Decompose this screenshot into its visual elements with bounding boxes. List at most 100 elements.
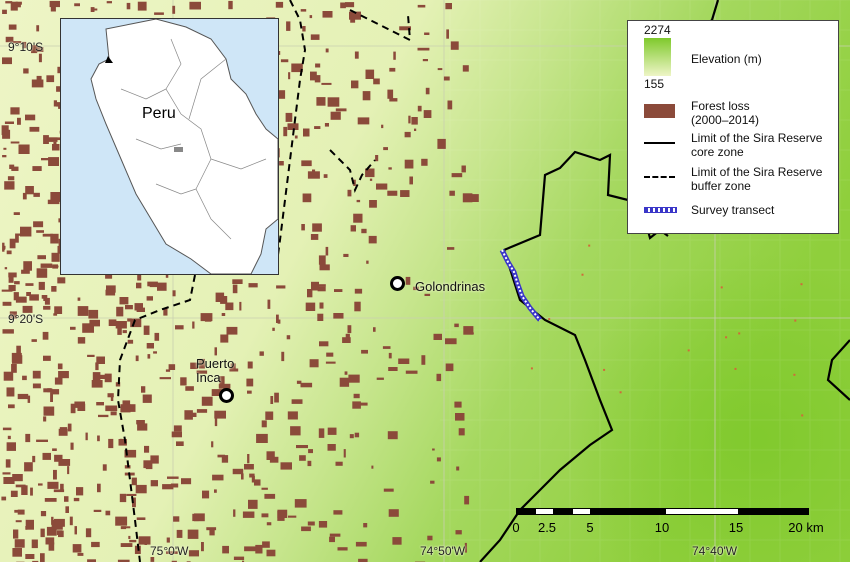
forest-loss-patch — [23, 261, 32, 271]
forest-loss-patch — [335, 108, 347, 112]
forest-loss-patch — [136, 282, 142, 289]
forest-loss-patch — [347, 325, 352, 334]
puerto-inca-marker[interactable] — [219, 388, 234, 403]
forest-loss-patch — [141, 386, 146, 393]
forest-loss-patch — [209, 527, 215, 536]
transect-label: Survey transect — [691, 203, 775, 217]
forest-loss-patch — [88, 309, 99, 319]
scale-bar: 0 2.5 5 10 15 20 km — [510, 505, 824, 545]
forest-loss-patch — [135, 355, 139, 362]
forest-loss-patch — [10, 141, 20, 144]
forest-loss-patch — [167, 476, 179, 479]
forest-loss-patch — [455, 530, 462, 535]
forest-loss-patch — [218, 383, 231, 389]
forest-loss-patch — [280, 59, 289, 63]
forest-loss-patch — [48, 137, 58, 142]
forest-loss-patch — [97, 483, 101, 493]
forest-loss-patch — [11, 166, 19, 171]
sb-seg-3 — [554, 508, 572, 515]
golondrinas-marker[interactable] — [390, 276, 405, 291]
forest-loss-patch — [388, 352, 392, 359]
forest-loss-patch — [168, 364, 176, 370]
forest-loss-patch — [366, 260, 369, 264]
forest-loss-patch — [186, 412, 197, 417]
lat-label-top: 9°10'S — [8, 40, 44, 54]
forest-loss-patch — [117, 327, 122, 335]
forest-loss-patch — [307, 460, 312, 467]
forest-loss-patch — [228, 0, 233, 10]
forest-loss-patch — [166, 551, 178, 554]
forest-loss-patch — [270, 396, 274, 404]
scale-tick-5: 20 km — [788, 520, 824, 535]
forest-loss-patch — [77, 552, 84, 556]
forest-loss-patch — [353, 393, 360, 399]
forest-loss-patch — [72, 544, 82, 553]
forest-loss-line2: (2000–2014) — [691, 113, 760, 127]
forest-loss-patch — [128, 535, 131, 539]
forest-loss-patch — [93, 509, 102, 512]
forest-loss-patch — [29, 294, 39, 301]
forest-loss-patch — [375, 155, 379, 162]
forest-loss-patch — [794, 319, 797, 322]
forest-loss-patch — [445, 3, 452, 10]
forest-loss-patch — [275, 1, 284, 8]
forest-loss-patch — [327, 97, 340, 107]
forest-loss-patch — [85, 528, 92, 538]
forest-loss-patch — [248, 499, 258, 509]
forest-loss-patch — [143, 325, 150, 335]
forest-loss-patch — [233, 509, 236, 517]
forest-loss-patch — [4, 121, 15, 124]
forest-loss-patch — [261, 513, 269, 518]
scale-tick-3: 10 — [654, 520, 670, 535]
forest-loss-patch — [95, 374, 107, 379]
forest-loss-patch — [9, 238, 16, 249]
forest-loss-patch — [25, 526, 28, 530]
forest-loss-patch — [310, 234, 319, 240]
forest-loss-patch — [462, 193, 473, 203]
study-area-marker — [174, 147, 183, 152]
forest-loss-patch — [150, 557, 155, 562]
forest-loss-patch — [10, 107, 20, 115]
forest-loss-patch — [215, 292, 225, 302]
elevation-label: Elevation (m) — [691, 52, 762, 66]
forest-loss-patch — [154, 12, 164, 15]
forest-loss-patch — [305, 302, 316, 311]
forest-loss-patch — [105, 289, 116, 296]
forest-loss-patch — [376, 377, 384, 380]
forest-loss-patch — [144, 445, 150, 453]
sb-seg-2 — [535, 508, 554, 515]
forest-loss-patch — [23, 68, 29, 74]
forest-loss-patch — [443, 76, 450, 81]
forest-loss-patch — [33, 47, 44, 52]
forest-loss-patch — [38, 281, 45, 290]
forest-loss-patch — [291, 399, 303, 404]
forest-loss-patch — [91, 541, 100, 548]
forest-loss-patch — [456, 466, 460, 471]
forest-loss-patch — [51, 520, 60, 530]
forest-loss-patch — [348, 374, 360, 383]
forest-loss-patch — [13, 292, 19, 301]
forest-loss-patch — [225, 302, 234, 311]
forest-loss-patch — [325, 48, 329, 53]
forest-loss-patch — [90, 7, 95, 12]
forest-loss-patch — [170, 483, 179, 488]
forest-loss-patch — [417, 4, 426, 8]
inset-locator-map: Peru — [60, 18, 279, 275]
forest-loss-patch — [398, 358, 410, 364]
forest-loss-patch — [319, 341, 329, 347]
forest-loss-patch — [393, 51, 396, 60]
forest-loss-patch — [280, 462, 292, 470]
forest-loss-patch — [461, 165, 466, 173]
forest-loss-patch — [171, 431, 182, 438]
forest-loss-patch — [242, 560, 245, 562]
forest-loss-patch — [38, 483, 43, 486]
forest-loss-patch — [272, 327, 275, 331]
forest-loss-patch — [122, 400, 131, 406]
forest-loss-patch — [32, 166, 42, 171]
forest-loss-patch — [355, 541, 367, 547]
forest-loss-patch — [120, 404, 131, 413]
forest-loss-patch — [2, 246, 6, 250]
lon-label-left: 75°0'W — [150, 544, 189, 558]
forest-loss-patch — [131, 477, 137, 486]
